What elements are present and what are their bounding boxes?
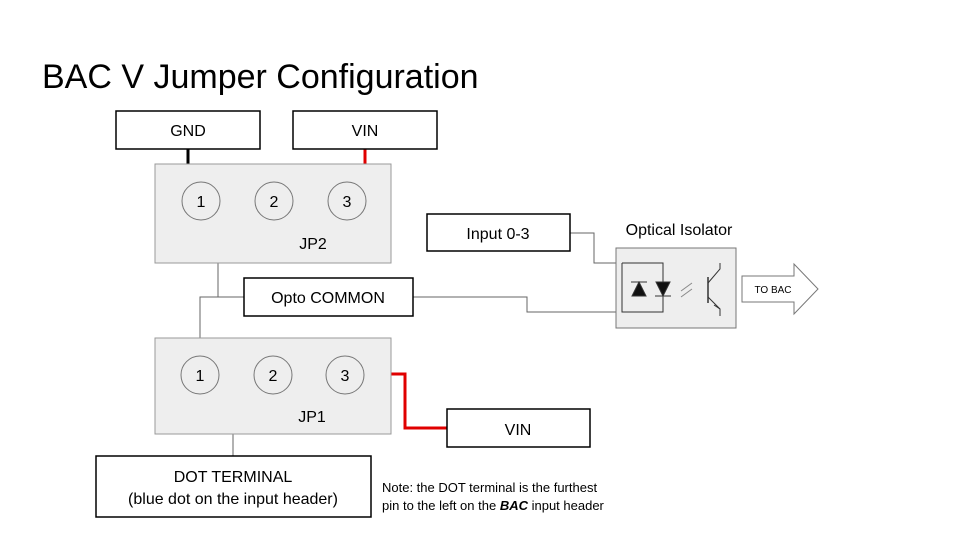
to-bac-arrow — [741, 262, 819, 316]
vin-bottom-box — [446, 408, 591, 448]
jp1-pin-3-label: 3 — [341, 368, 350, 385]
vin-bottom-label: VIN — [505, 422, 532, 439]
note-bac-emphasis: BAC — [499, 498, 528, 513]
opto-common-box — [243, 277, 414, 317]
jp1-label: JP1 — [298, 409, 326, 426]
page-title: BAC V Jumper Configuration — [42, 58, 479, 96]
note-line-2-post: input header — [527, 498, 604, 513]
jp1-pin-1 — [180, 355, 220, 395]
jp2-pin-2 — [254, 181, 294, 221]
note-line-2-pre: pin to the left on the — [382, 498, 500, 513]
note-text: Note: the DOT terminal is the furthest p… — [382, 479, 604, 515]
input-box — [426, 213, 571, 252]
optical-isolator-box — [615, 247, 737, 329]
input-label: Input 0-3 — [466, 226, 529, 243]
jp1-pin-1-label: 1 — [196, 368, 205, 385]
optical-isolator-label: Optical Isolator — [626, 222, 733, 239]
gnd-box — [115, 110, 261, 150]
wire-input-to-isolator — [570, 232, 616, 264]
gnd-label: GND — [170, 123, 206, 140]
opto-common-label: Opto COMMON — [271, 290, 385, 307]
dot-terminal-subtitle: (blue dot on the input header) — [128, 491, 338, 508]
vin-top-box — [292, 110, 438, 150]
jp1-pin-2-label: 2 — [269, 368, 278, 385]
to-bac-label: TO BAC — [754, 285, 791, 296]
optocoupler-symbol — [621, 262, 721, 316]
jp2-pin-3 — [327, 181, 367, 221]
note-line-2: pin to the left on the BAC input header — [382, 497, 604, 515]
dot-terminal-box — [95, 455, 372, 518]
note-line-1: Note: the DOT terminal is the furthest — [382, 480, 598, 495]
jp1-pin-3 — [325, 355, 365, 395]
jp2-label: JP2 — [299, 236, 327, 253]
dot-terminal-title: DOT TERMINAL — [174, 469, 293, 486]
jp2-pin-2-label: 2 — [270, 194, 279, 211]
jp1-pin-2 — [253, 355, 293, 395]
jp2-pin-3-label: 3 — [343, 194, 352, 211]
jp2-pin-1-label: 1 — [197, 194, 206, 211]
vin-top-label: VIN — [352, 123, 379, 140]
jp2-pin-1 — [181, 181, 221, 221]
wire-opto-common-to-isolator — [413, 296, 616, 313]
